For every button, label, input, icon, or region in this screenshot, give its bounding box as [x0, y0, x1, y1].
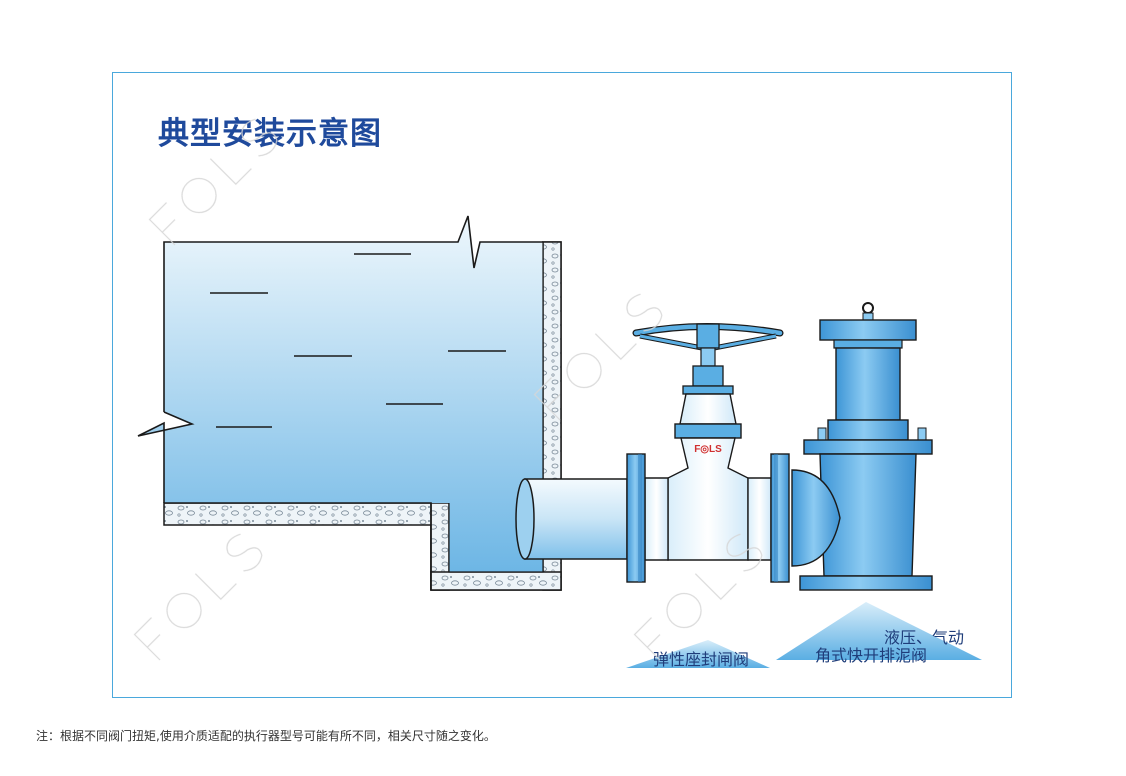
diagram-title: 典型安装示意图 [158, 116, 382, 152]
valve-brand-mark: F◎LS [694, 444, 722, 455]
angle-drain-valve [791, 302, 933, 591]
gate-valve-label-marker [626, 640, 770, 668]
outlet-pipe [515, 478, 628, 560]
gate-valve-label: 弹性座封闸阀 [653, 650, 750, 669]
drain-valve-label-marker [776, 602, 982, 660]
gate-valve: F◎LS [626, 323, 790, 583]
footnote: 注：根据不同阀门扭矩,使用介质适配的执行器型号可能有所不同，相关尺寸随之变化。 [36, 729, 496, 743]
drain-valve-label-line2: 角式快开排泥阀 [815, 646, 928, 665]
water-level-lines [210, 253, 506, 428]
drain-valve-label-line1: 液压、气动 [884, 628, 965, 647]
tank-water [138, 216, 543, 572]
